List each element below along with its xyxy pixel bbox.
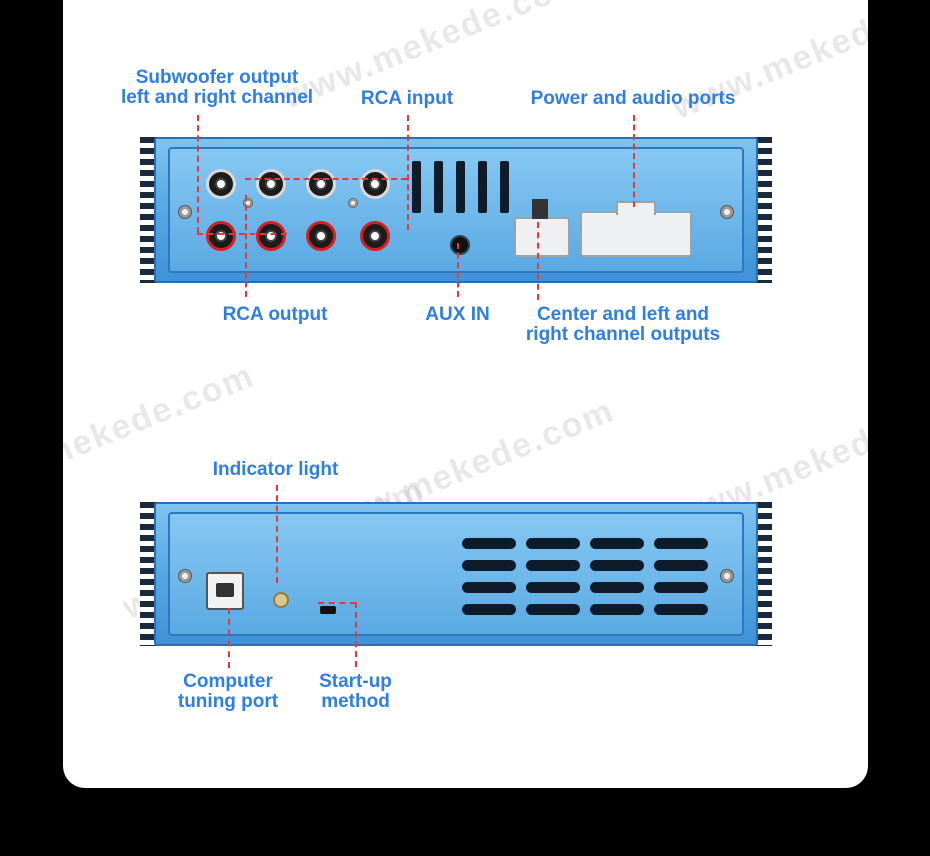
rca-jack[interactable] (256, 169, 286, 199)
rca-input-label: RCA input (360, 88, 454, 109)
rca-output-label: RCA output (222, 304, 328, 325)
rca-jack[interactable] (206, 169, 236, 199)
rca-jack[interactable] (306, 169, 336, 199)
startup-switch[interactable] (320, 606, 336, 614)
aux-in-label: AUX IN (425, 304, 490, 325)
front-panel (140, 137, 772, 283)
rca-jack[interactable] (256, 221, 286, 251)
screw-icon (178, 205, 192, 219)
watermark: www.mekede.com (63, 356, 260, 512)
usb-port[interactable] (206, 572, 244, 610)
rear-panel (140, 502, 772, 646)
indicator-led (273, 592, 289, 608)
subwoofer-output-label: Subwoofer output left and right channel (120, 67, 314, 108)
center-lr-outputs-label: Center and left and right channel output… (525, 304, 721, 345)
computer-tuning-port-label: Computer tuning port (177, 671, 279, 712)
rca-jack[interactable] (360, 221, 390, 251)
power-audio-ports-label: Power and audio ports (530, 88, 736, 109)
center-output-connector[interactable] (514, 217, 570, 257)
rca-jack[interactable] (306, 221, 336, 251)
product-card: www.mekede.com www.mekede.com www.mekede… (63, 0, 868, 788)
rca-jack[interactable] (360, 169, 390, 199)
rca-jack[interactable] (206, 221, 236, 251)
screw-icon (720, 205, 734, 219)
indicator-light-label: Indicator light (212, 459, 339, 480)
aux-in-jack[interactable] (450, 235, 470, 255)
screw-icon (243, 198, 253, 208)
startup-method-label: Start-up method (319, 671, 392, 712)
screw-icon (348, 198, 358, 208)
screw-icon (178, 569, 192, 583)
screw-icon (720, 569, 734, 583)
power-audio-connector[interactable] (580, 211, 692, 257)
